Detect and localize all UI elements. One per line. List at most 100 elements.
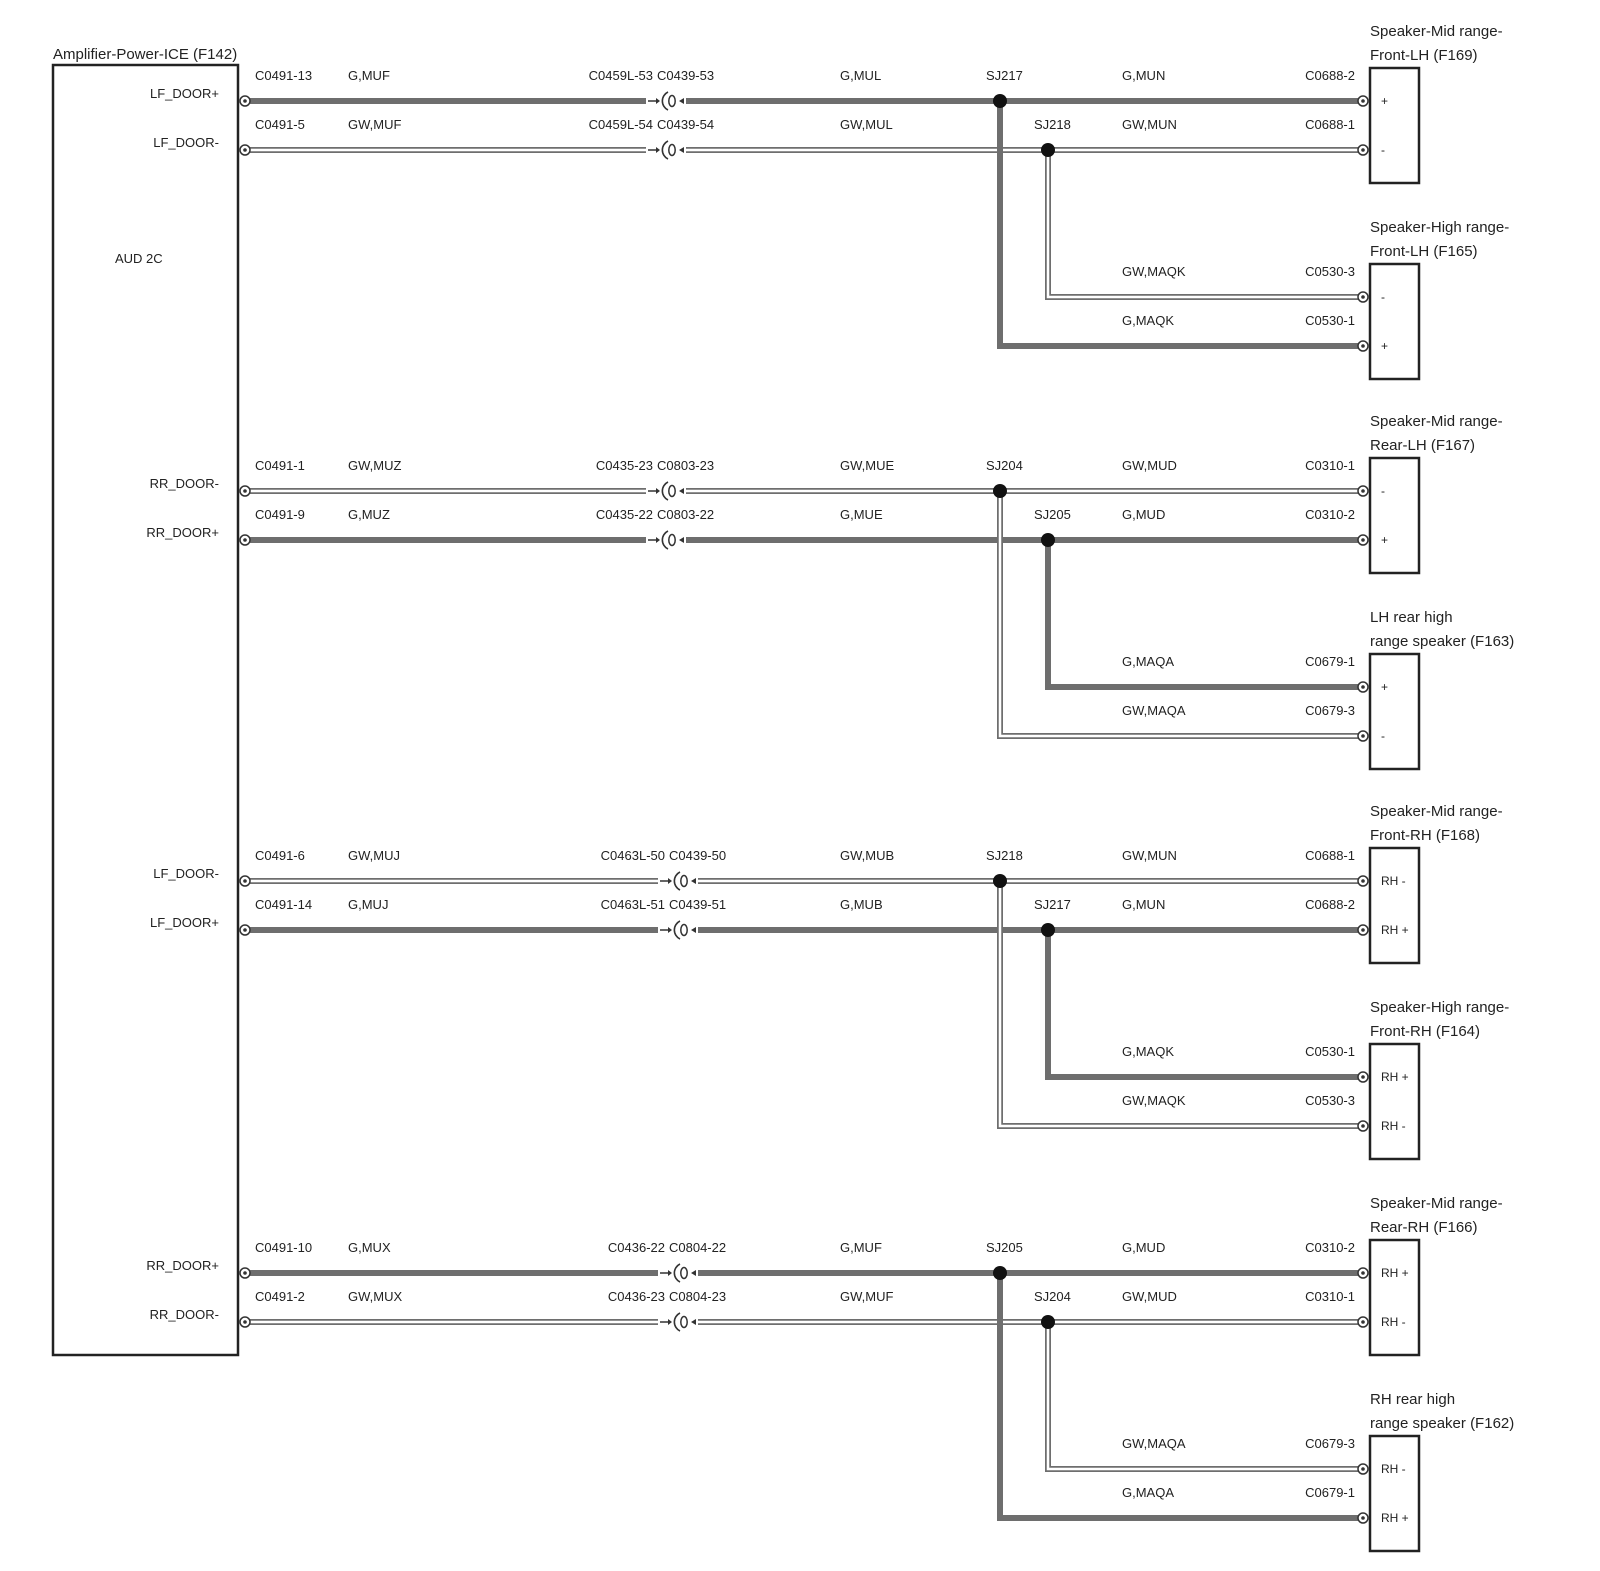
speaker-connector-label: C0530-1 — [1305, 1044, 1355, 1059]
speaker-connector-label: C0530-3 — [1305, 1093, 1355, 1108]
pin-dot — [243, 538, 247, 542]
speaker-title: Speaker-Mid range- — [1370, 1195, 1503, 1212]
speaker-connector-label: C0688-2 — [1305, 68, 1355, 83]
amplifier-pin — [239, 1316, 251, 1328]
amp-connector-label: C0491-13 — [255, 68, 312, 83]
connector-socket — [661, 530, 669, 550]
pin-dot — [1361, 295, 1365, 299]
speaker-pin-label: - — [1381, 290, 1385, 304]
connector-arrow — [668, 927, 672, 933]
speaker-pin-label: RH - — [1381, 874, 1406, 888]
branch-wire — [1045, 150, 1363, 300]
speaker-pin-label: + — [1381, 339, 1388, 353]
speaker-pin-label: RH + — [1381, 1511, 1409, 1525]
connector-pin — [668, 143, 676, 157]
connector-arrow-right — [691, 1270, 696, 1276]
connector-gap — [646, 537, 686, 543]
connector-arrow — [656, 98, 660, 104]
speaker-title: Front-RH (F164) — [1370, 1023, 1480, 1040]
inline-connector — [646, 530, 686, 550]
pin-dot — [1361, 344, 1365, 348]
speaker-pin — [1357, 1267, 1369, 1279]
pin-dot — [1361, 1320, 1365, 1324]
speaker-pin — [1357, 1071, 1369, 1083]
speaker-pin-label: + — [1381, 680, 1388, 694]
pin-dot — [1361, 99, 1365, 103]
wire-color-label: GW,MUZ — [348, 458, 401, 473]
branch-wire — [997, 1273, 1363, 1521]
amplifier-pin-label: LF_DOOR- — [153, 135, 219, 150]
wire-color-label: G,MUB — [840, 897, 883, 912]
connector-arrow — [656, 537, 660, 543]
splice-label: SJ205 — [1034, 507, 1071, 522]
speaker-pin-label: RH - — [1381, 1119, 1406, 1133]
connector-gap — [646, 98, 686, 104]
connector-pin — [668, 533, 676, 547]
splice-label: SJ217 — [986, 68, 1023, 83]
speaker-pin — [1357, 730, 1369, 742]
connector-socket — [673, 1263, 681, 1283]
inline-connector-label: C0435-22 — [596, 507, 653, 522]
connector-socket — [673, 1312, 681, 1332]
wire-core — [1046, 1322, 1363, 1471]
connector-socket — [661, 91, 669, 111]
connector-gap — [658, 1319, 698, 1325]
inline-connector-label: C0803-23 — [657, 458, 714, 473]
wire-color-label: GW,MUF — [840, 1289, 893, 1304]
amplifier-box — [51, 63, 240, 1357]
amplifier-pin — [239, 1267, 251, 1279]
branch-wire — [1045, 540, 1363, 690]
speaker-title: Rear-LH (F167) — [1370, 437, 1475, 454]
inline-connector-label: C0436-22 — [608, 1240, 665, 1255]
wire-color-label: GW,MUE — [840, 458, 894, 473]
connector-arrow-right — [679, 488, 684, 494]
connector-pin — [668, 484, 676, 498]
speaker-pin — [1357, 485, 1369, 497]
connector-gap — [646, 147, 686, 153]
pin-dot — [243, 879, 247, 883]
inline-connector — [658, 920, 698, 940]
speaker-pin-label: + — [1381, 533, 1388, 547]
splice-dot — [993, 484, 1007, 498]
inline-connector-label: C0439-51 — [669, 897, 726, 912]
speaker-box — [1368, 1238, 1421, 1357]
wire-color-label: GW,MAQA — [1122, 1436, 1186, 1451]
wire-color-label: G,MAQK — [1122, 313, 1174, 328]
speaker-pin — [1357, 144, 1369, 156]
amp-connector-label: C0491-5 — [255, 117, 305, 132]
speaker-connector-label: C0688-1 — [1305, 848, 1355, 863]
speaker-title: range speaker (F163) — [1370, 633, 1514, 650]
connector-pin — [680, 1266, 688, 1280]
pin-dot — [1361, 148, 1365, 152]
connector-arrow — [668, 1319, 672, 1325]
speaker-pin — [1357, 291, 1369, 303]
connector-arrow — [656, 488, 660, 494]
connector-arrow — [656, 147, 660, 153]
inline-connector-label: C0459L-54 — [589, 117, 653, 132]
speaker-connector-label: C0688-1 — [1305, 117, 1355, 132]
inline-connector-label: C0463L-50 — [601, 848, 665, 863]
speaker-pin-label: + — [1381, 94, 1388, 108]
speaker-title: Front-RH (F168) — [1370, 827, 1480, 844]
speaker-box — [1368, 652, 1421, 771]
inline-connector-label: C0435-23 — [596, 458, 653, 473]
speaker-pin — [1357, 924, 1369, 936]
pin-dot — [1361, 1075, 1365, 1079]
wire-core — [1046, 150, 1363, 299]
speaker-pin-label: - — [1381, 729, 1385, 743]
splice-label: SJ218 — [1034, 117, 1071, 132]
amplifier-pin — [239, 144, 251, 156]
speaker-title: RH rear high — [1370, 1391, 1455, 1408]
pin-dot — [1361, 1271, 1365, 1275]
wire-core — [997, 101, 1363, 349]
speaker-pin — [1357, 1463, 1369, 1475]
amp-connector-label: C0491-2 — [255, 1289, 305, 1304]
inline-connector-label: C0459L-53 — [589, 68, 653, 83]
wire-color-label: G,MUX — [348, 1240, 391, 1255]
amplifier-pin — [239, 485, 251, 497]
splice-label: SJ204 — [986, 458, 1023, 473]
splice-dot — [1041, 923, 1055, 937]
inline-connector — [646, 91, 686, 111]
inline-connector-label: C0804-23 — [669, 1289, 726, 1304]
